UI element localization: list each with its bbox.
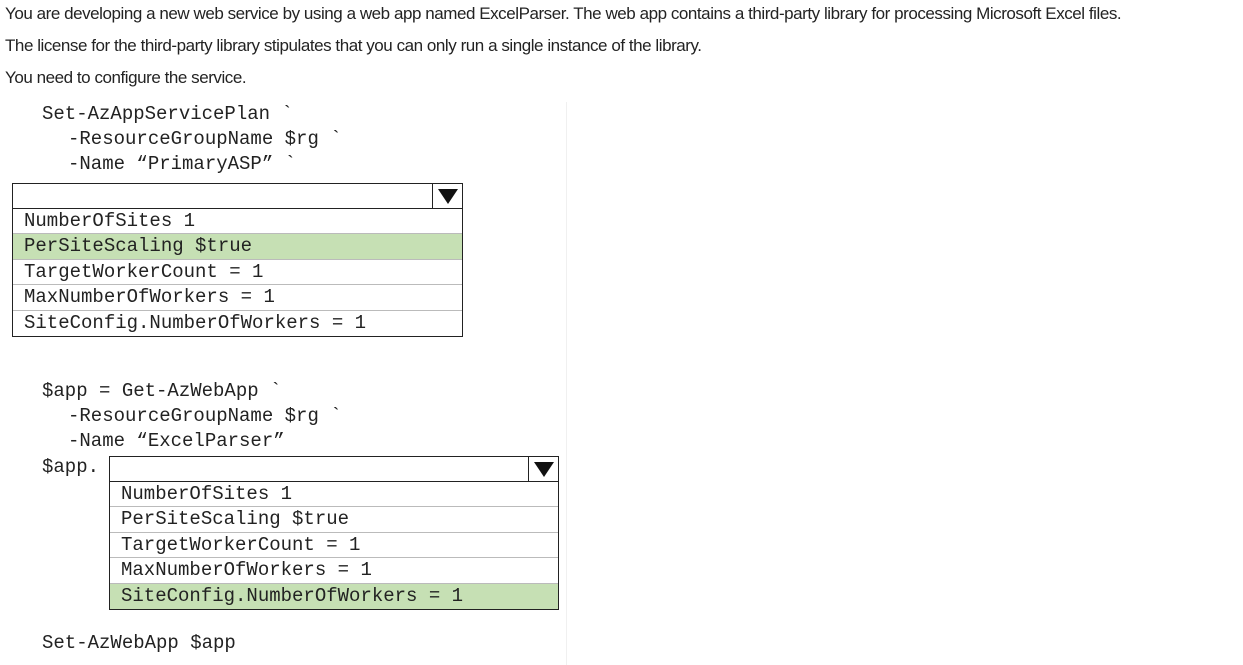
dropdown-plan-option-max-number-of-workers[interactable]: MaxNumberOfWorkers = 1 — [13, 285, 462, 311]
code-plan-name: -Name “PrimaryASP” ` — [68, 153, 297, 175]
code-plan-command: Set-AzAppServicePlan ` — [42, 103, 293, 125]
dropdown-app-toggle-button[interactable] — [528, 457, 558, 481]
intro-line-2: The license for the third-party library … — [5, 36, 702, 55]
code-plan-resource-group: -ResourceGroupName $rg ` — [68, 128, 342, 150]
dropdown-plan-option-siteconfig-number-of-workers[interactable]: SiteConfig.NumberOfWorkers = 1 — [24, 311, 367, 334]
code-app-resource-group: -ResourceGroupName $rg ` — [68, 405, 342, 427]
dropdown-app-option-target-worker-count[interactable]: TargetWorkerCount = 1 — [110, 533, 558, 559]
intro-line-1: You are developing a new web service by … — [5, 4, 1122, 23]
code-app-command: $app = Get-AzWebApp ` — [42, 380, 282, 402]
code-panel: Set-AzAppServicePlan ` -ResourceGroupNam… — [0, 102, 567, 665]
dropdown-app-header[interactable] — [110, 457, 558, 482]
code-app-prefix: $app. — [42, 456, 100, 478]
dropdown-app-option-number-of-sites[interactable]: NumberOfSites 1 — [110, 482, 558, 508]
dropdown-app-option-siteconfig-number-of-workers[interactable]: SiteConfig.NumberOfWorkers = 1 — [110, 583, 558, 609]
dropdown-app-option-max-number-of-workers[interactable]: MaxNumberOfWorkers = 1 — [110, 558, 558, 584]
dropdown-app-option-per-site-scaling[interactable]: PerSiteScaling $true — [110, 507, 558, 533]
triangle-down-icon — [437, 188, 458, 204]
dropdown-plan-option-target-worker-count[interactable]: TargetWorkerCount = 1 — [13, 260, 462, 286]
dropdown-app-setting[interactable]: NumberOfSites 1 PerSiteScaling $true Tar… — [109, 456, 559, 610]
dropdown-plan-header[interactable] — [13, 184, 462, 209]
dropdown-plan-toggle-button[interactable] — [432, 184, 462, 208]
triangle-down-icon — [533, 461, 554, 477]
dropdown-plan-option-per-site-scaling[interactable]: PerSiteScaling $true — [13, 234, 462, 260]
code-final-command: Set-AzWebApp $app — [42, 632, 236, 654]
code-app-name: -Name “ExcelParser” — [68, 430, 285, 452]
dropdown-plan-setting[interactable]: NumberOfSites 1 PerSiteScaling $true Tar… — [12, 183, 463, 337]
intro-line-3: You need to configure the service. — [5, 68, 247, 87]
dropdown-plan-option-number-of-sites[interactable]: NumberOfSites 1 — [13, 209, 462, 235]
